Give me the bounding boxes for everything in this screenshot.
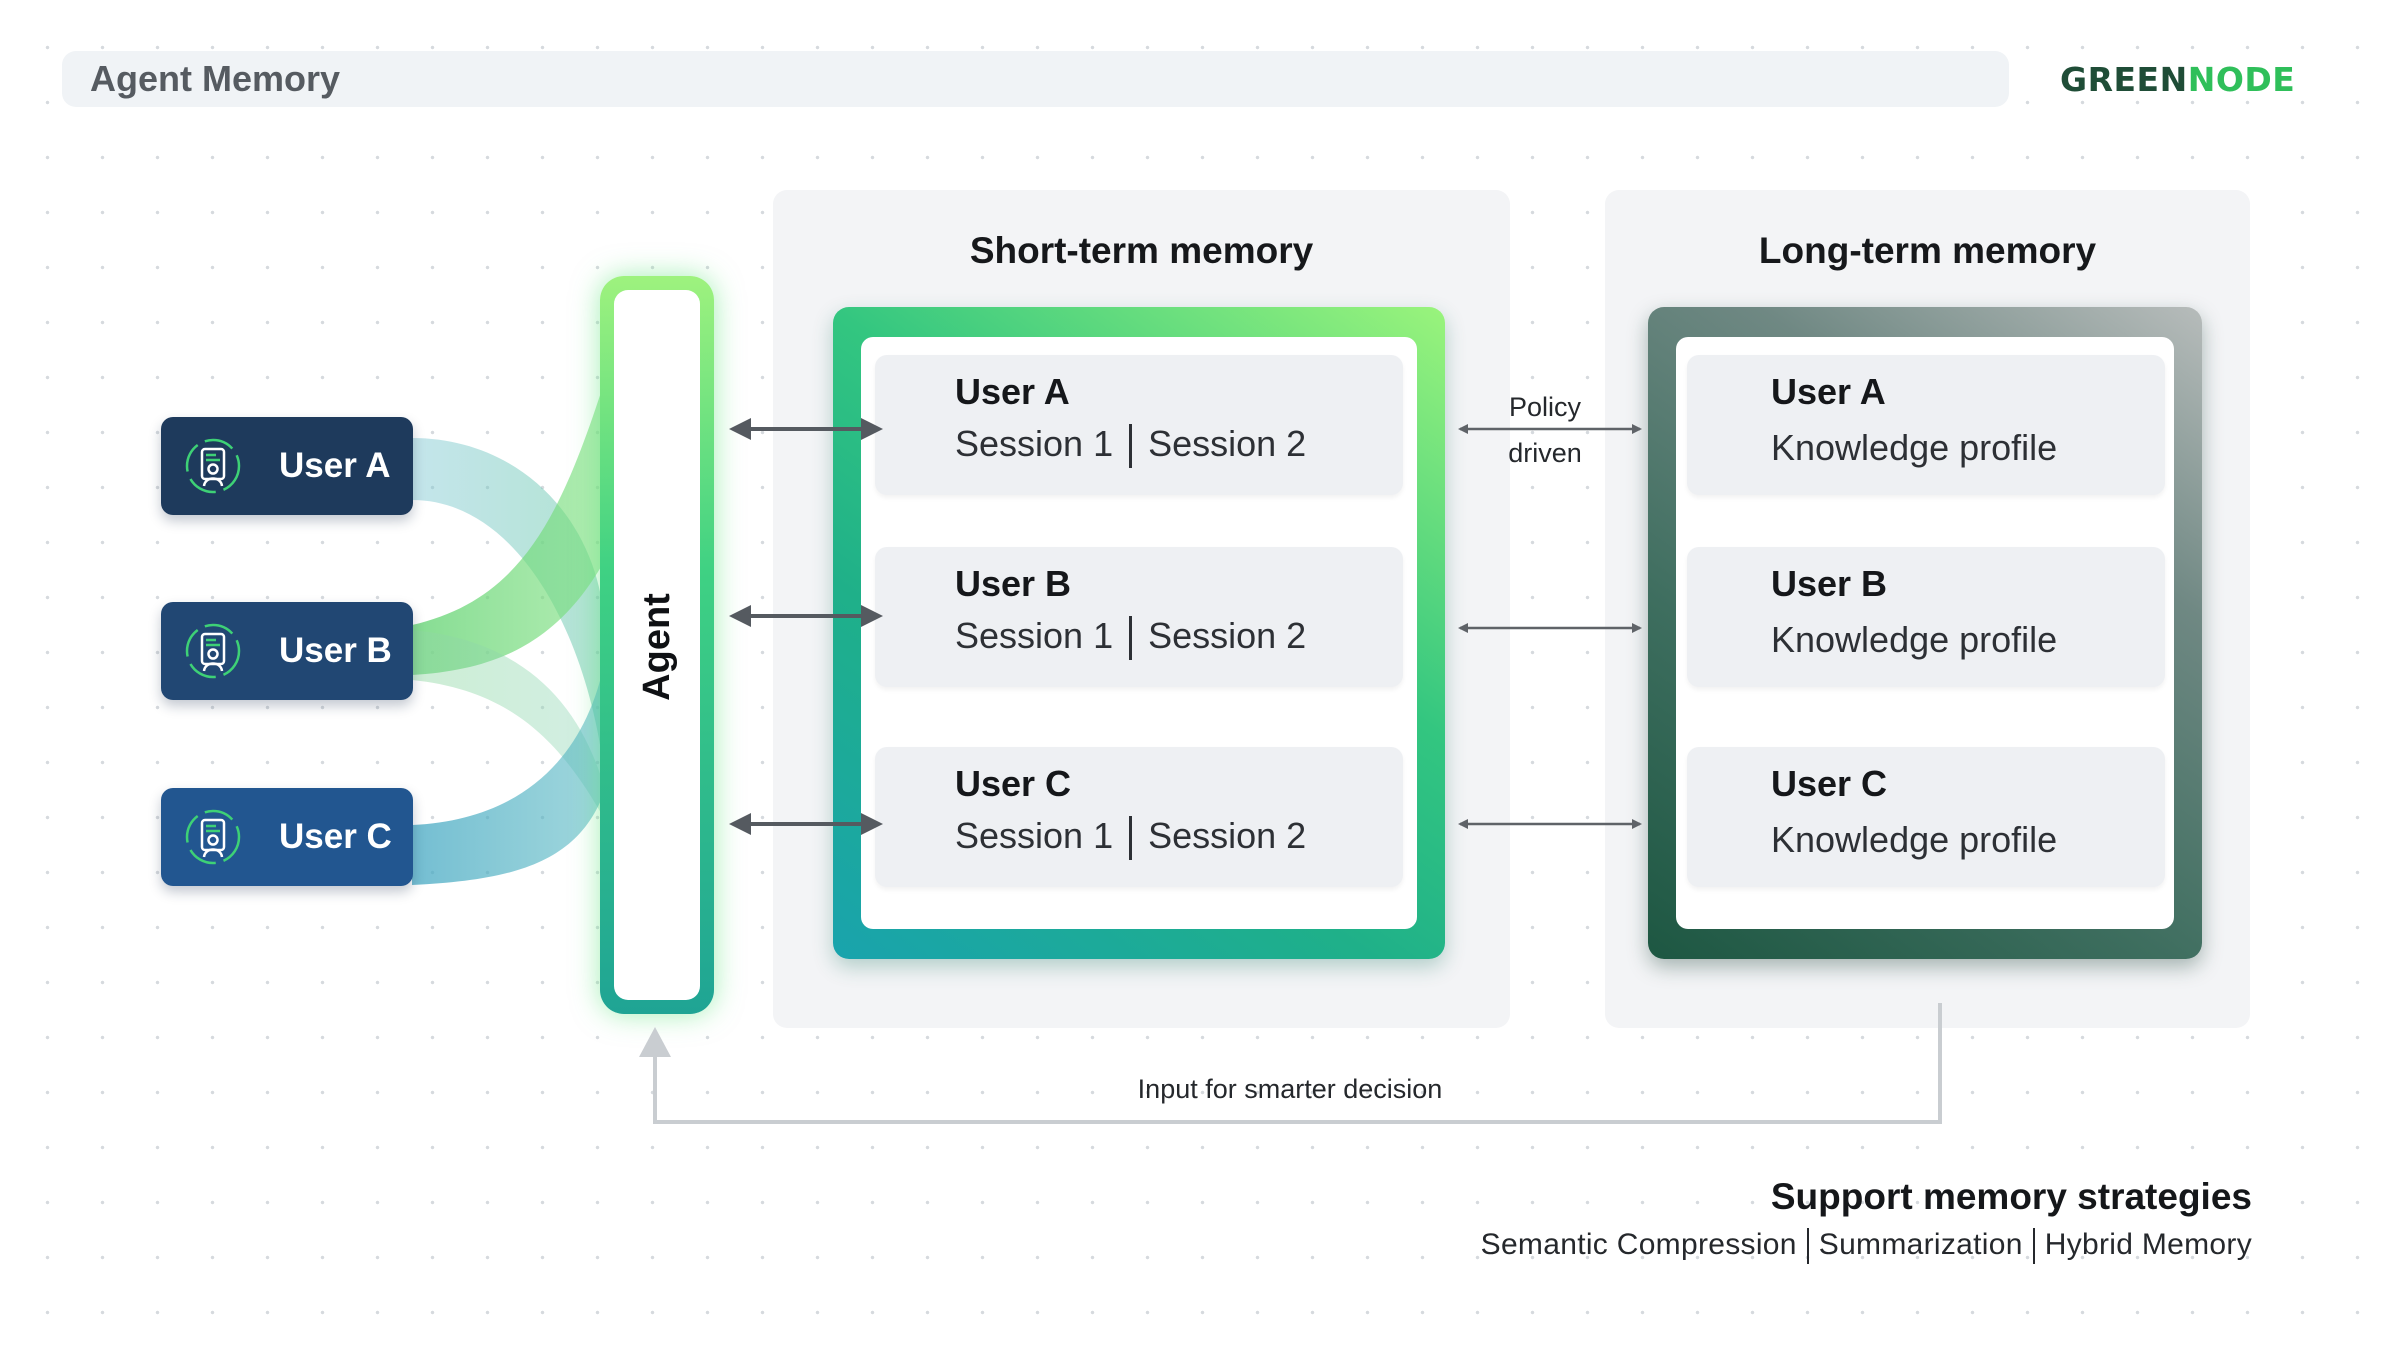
session-2-label: Session 2 (1148, 423, 1307, 464)
session-1-label: Session 1 (955, 615, 1114, 656)
feedback-label: Input for smarter decision (1137, 1074, 1443, 1104)
strategy-separator (2032, 1228, 2035, 1265)
strategy-item: Semantic Compression (1480, 1228, 1797, 1261)
user-b-label: User B (279, 631, 392, 670)
strategies-title: Support memory strategies (1770, 1176, 2252, 1217)
card-user-label: User B (955, 563, 1072, 604)
long-term-card-user-c[interactable]: User C Knowledge profile (1687, 747, 2165, 887)
ribbon-user-b-down (412, 630, 605, 820)
short-term-card-user-b[interactable]: User B Session 1 Session 2 (875, 547, 1403, 687)
agent-box[interactable] (600, 276, 714, 1014)
strategy-separator (1806, 1228, 1809, 1265)
user-b-button[interactable]: User B (161, 602, 413, 700)
session-2-label: Session 2 (1148, 615, 1307, 656)
agent-inner (614, 290, 700, 1000)
session-2-label: Session 2 (1148, 815, 1307, 856)
card-sessions: Session 1 Session 2 (955, 815, 1307, 861)
knowledge-profile-label: Knowledge profile (1771, 619, 2058, 660)
user-a-label: User A (279, 446, 391, 485)
short-term-card-user-a[interactable]: User A Session 1 Session 2 (875, 355, 1403, 495)
policy-label-line2: driven (1508, 438, 1582, 468)
session-separator (1129, 616, 1133, 661)
long-term-card-user-b[interactable]: User B Knowledge profile (1687, 547, 2165, 687)
feedback-arrow-head-icon (639, 1027, 671, 1057)
agent-short-term-arrows (729, 418, 883, 835)
session-1-label: Session 1 (955, 815, 1114, 856)
greennode-logo: GREENNODE (2060, 58, 2295, 102)
card-sessions: Session 1 Session 2 (955, 423, 1307, 469)
session-separator (1129, 816, 1133, 861)
session-1-label: Session 1 (955, 423, 1114, 464)
session-separator (1129, 424, 1133, 469)
user-c-button[interactable]: User C (161, 788, 413, 886)
card-user-label: User C (955, 763, 1072, 804)
user-profile-icon (185, 809, 241, 865)
card-user-label: User B (1771, 563, 1888, 604)
user-profile-icon (185, 438, 241, 494)
logo-text-node: NODE (2187, 60, 2296, 99)
ribbon-user-b-up (412, 380, 605, 675)
short-term-title: Short-term memory (969, 230, 1314, 271)
knowledge-profile-label: Knowledge profile (1771, 427, 2058, 468)
long-term-card-user-a[interactable]: User A Knowledge profile (1687, 355, 2165, 495)
card-user-label: User A (955, 371, 1070, 412)
user-a-button[interactable]: User A (161, 417, 413, 515)
user-c-label: User C (279, 817, 392, 856)
short-term-card-user-c[interactable]: User C Session 1 Session 2 (875, 747, 1403, 887)
card-user-label: User A (1771, 371, 1886, 412)
knowledge-profile-label: Knowledge profile (1771, 819, 2058, 860)
page-title: Agent Memory (90, 58, 341, 99)
card-user-label: User C (1771, 763, 1888, 804)
long-term-title: Long-term memory (1758, 230, 2097, 271)
strategies-list: Semantic Compression Summarization Hybrid … (1300, 1223, 2252, 1267)
strategy-item: Summarization (1818, 1228, 2023, 1261)
policy-label-line1: Policy (1508, 392, 1582, 422)
title-bar (62, 51, 2009, 107)
logo-text-green: GREEN (2060, 60, 2188, 99)
user-profile-icon (185, 623, 241, 679)
card-sessions: Session 1 Session 2 (955, 615, 1307, 661)
strategy-item: Hybrid Memory (2044, 1228, 2252, 1261)
feedback-loop-line (653, 1003, 1942, 1124)
short-long-term-arrows (1458, 424, 1642, 829)
ribbon-user-c (412, 660, 605, 885)
